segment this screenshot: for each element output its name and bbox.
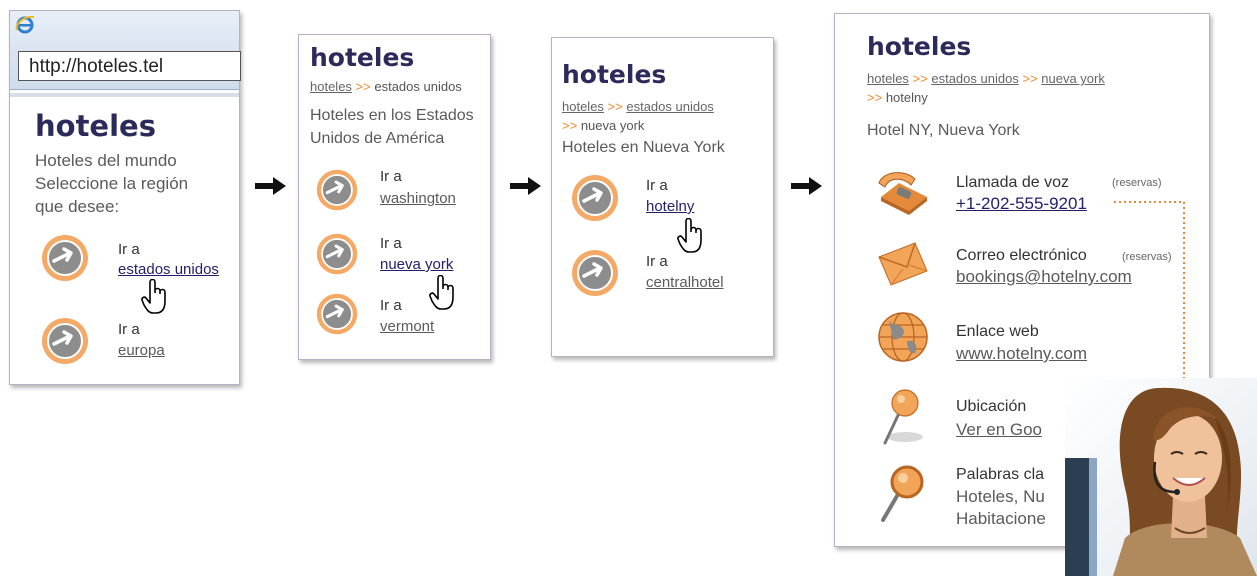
go-arrow-icon[interactable] <box>570 248 620 298</box>
breadcrumb-hoteles[interactable]: hoteles <box>562 99 604 114</box>
link-centralhotel[interactable]: centralhotel <box>646 274 724 291</box>
row-label-phone: Llamada de voz <box>956 174 1069 191</box>
item-prefix: Ir a <box>380 235 402 252</box>
row-label-web: Enlace web <box>956 323 1039 340</box>
keywords-line-1: Hoteles, Nu <box>956 487 1045 506</box>
subtitle-line-3: que desee: <box>35 197 120 216</box>
breadcrumb-separator: >> <box>867 90 883 105</box>
link-vermont[interactable]: vermont <box>380 318 435 335</box>
row-note-email: (reservas) <box>1122 251 1172 263</box>
breadcrumb-hoteles[interactable]: hoteles <box>310 79 352 94</box>
subtitle-line-1: Hoteles del mundo <box>35 151 177 170</box>
link-phone-number[interactable]: +1-202-555-9201 <box>956 194 1087 213</box>
flow-arrow-1 <box>255 177 286 195</box>
breadcrumb-separator: >> <box>1022 71 1038 86</box>
row-label-email: Correo electrónico <box>956 247 1087 264</box>
breadcrumb-separator: >> <box>912 71 928 86</box>
item-prefix: Ir a <box>646 177 668 194</box>
breadcrumb-current: estados unidos <box>374 79 462 94</box>
heading-line-2: Unidos de América <box>310 130 445 147</box>
hand-cursor-icon <box>141 279 166 314</box>
breadcrumb-line-2: >> hotelny <box>867 90 928 105</box>
page-title: hoteles <box>310 43 415 72</box>
go-arrow-icon[interactable] <box>40 233 90 283</box>
page-title: hoteles <box>867 32 972 61</box>
call-center-operator-image <box>1065 378 1257 576</box>
browser-separator <box>10 93 239 97</box>
address-bar[interactable]: http://hoteles.tel <box>18 51 241 81</box>
address-text: http://hoteles.tel <box>29 56 164 77</box>
globe-icon <box>878 312 928 362</box>
map-pin-icon <box>883 389 923 445</box>
link-hotelny[interactable]: hotelny <box>646 198 695 215</box>
link-washington[interactable]: washington <box>380 190 456 207</box>
screen-2-country: hoteles hoteles >> estados unidos Hotele… <box>298 34 491 360</box>
item-prefix: Ir a <box>118 241 140 258</box>
subtitle-line-2: Seleccione la región <box>35 174 189 193</box>
telephone-icon <box>878 172 927 215</box>
link-nueva-york[interactable]: nueva york <box>380 256 454 273</box>
item-prefix: Ir a <box>380 297 402 314</box>
internet-explorer-icon <box>15 15 35 34</box>
breadcrumb-line-2: >> nueva york <box>562 118 644 133</box>
breadcrumb-hoteles[interactable]: hoteles <box>867 71 909 86</box>
item-prefix: Ir a <box>646 253 668 270</box>
hand-cursor-icon <box>429 275 454 310</box>
go-arrow-icon[interactable] <box>40 316 90 366</box>
envelope-icon <box>878 242 928 286</box>
dotted-connector <box>1114 201 1185 392</box>
breadcrumb-separator: >> <box>607 99 623 114</box>
flow-arrow-2 <box>510 177 541 195</box>
screen-4-hotel: hoteles hoteles >> estados unidos >> nue… <box>834 13 1210 547</box>
breadcrumb-separator: >> <box>562 118 578 133</box>
heading-line-1: Hoteles en los Estados <box>310 107 474 124</box>
hand-cursor-icon <box>677 218 702 253</box>
breadcrumb: hoteles >> estados unidos <box>310 79 462 94</box>
go-arrow-icon[interactable] <box>315 168 359 212</box>
breadcrumb-estados-unidos[interactable]: estados unidos <box>931 71 1019 86</box>
breadcrumb-separator: >> <box>355 79 371 94</box>
breadcrumb-line-1: hoteles >> estados unidos >> nueva york <box>867 71 1105 86</box>
page-title: hoteles <box>35 109 156 143</box>
page-heading: Hoteles en Nueva York <box>562 139 725 156</box>
link-website[interactable]: www.hotelny.com <box>956 344 1088 363</box>
screen-1-browser: http://hoteles.tel hoteles Hoteles del m… <box>9 10 241 385</box>
link-europa[interactable]: europa <box>118 342 165 359</box>
page-heading: Hotel NY, Nueva York <box>867 122 1020 139</box>
row-note-phone: (reservas) <box>1112 177 1162 189</box>
breadcrumb-nueva-york[interactable]: nueva york <box>1041 71 1105 86</box>
go-arrow-icon[interactable] <box>315 232 359 276</box>
row-label-keywords: Palabras cla <box>956 466 1045 483</box>
link-map[interactable]: Ver en Goo <box>956 420 1043 439</box>
flow-arrow-3 <box>791 177 822 195</box>
breadcrumb-current: hotelny <box>885 90 928 105</box>
item-prefix: Ir a <box>380 168 402 185</box>
row-label-location: Ubicación <box>956 398 1027 415</box>
link-estados-unidos[interactable]: estados unidos <box>118 261 219 278</box>
breadcrumb-current: nueva york <box>580 118 645 133</box>
go-arrow-icon[interactable] <box>315 292 359 336</box>
magnifier-icon <box>881 465 924 522</box>
breadcrumb-estados-unidos[interactable]: estados unidos <box>626 99 714 114</box>
breadcrumb-line-1: hoteles >> estados unidos <box>562 99 714 114</box>
go-arrow-icon[interactable] <box>570 173 620 223</box>
screen-3-city: hoteles hoteles >> estados unidos >> nue… <box>551 37 774 357</box>
link-email[interactable]: bookings@hotelny.com <box>956 267 1132 286</box>
item-prefix: Ir a <box>118 321 140 338</box>
page-title: hoteles <box>562 60 667 89</box>
keywords-line-2: Habitacione <box>956 509 1046 528</box>
